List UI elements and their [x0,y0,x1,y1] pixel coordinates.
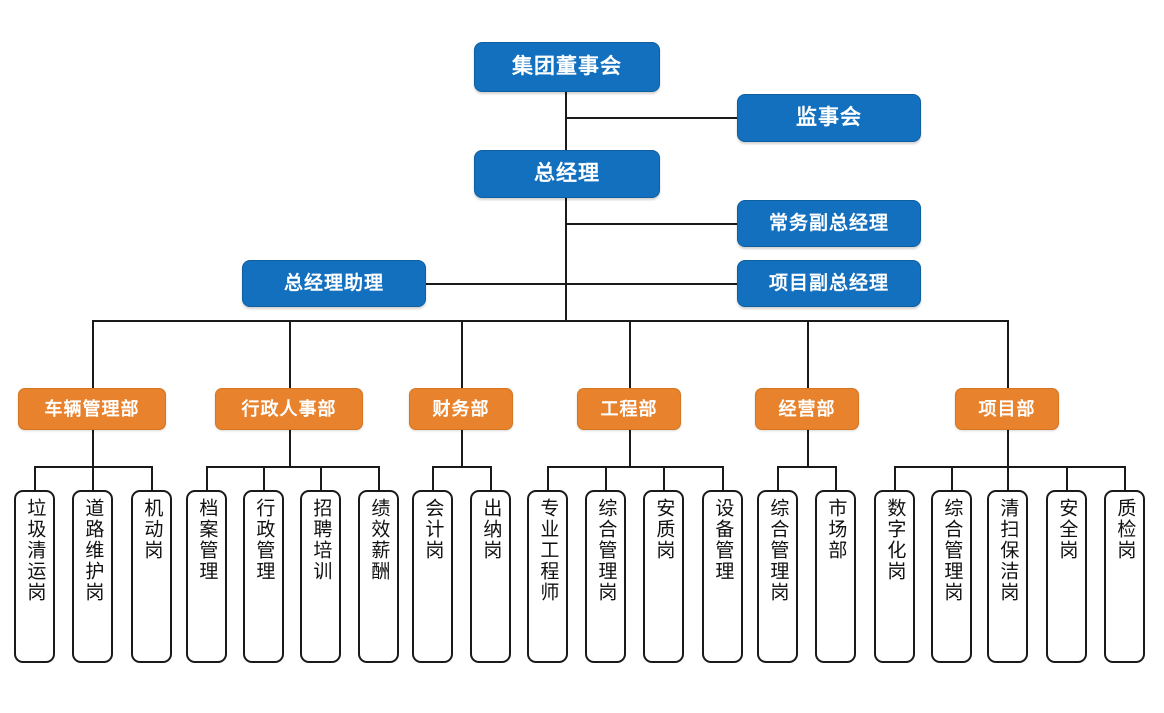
drop-to-leaf-16 [951,466,953,490]
dept-node-engineering[interactable]: 工程部 [577,388,681,430]
connector-board-to-gm [565,92,567,152]
drop-to-leaf-0 [34,466,36,490]
node-general-manager[interactable]: 总经理 [474,150,660,198]
drop-to-leaf-6 [378,466,380,490]
position-node[interactable]: 机动岗 [131,490,172,663]
position-node[interactable]: 综合管理岗 [931,490,972,663]
sub-bus-dept-1 [206,466,378,468]
position-node[interactable]: 行政管理 [243,490,284,663]
stem-dept-0 [92,430,94,466]
position-node[interactable]: 档案管理 [186,490,227,663]
drop-to-leaf-8 [490,466,492,490]
drop-to-leaf-7 [432,466,434,490]
drop-to-leaf-13 [777,466,779,490]
drop-to-dept-3 [629,320,631,388]
position-node[interactable]: 清扫保洁岗 [987,490,1028,663]
drop-to-leaf-12 [722,466,724,490]
position-node[interactable]: 道路维护岗 [72,490,113,663]
drop-to-leaf-4 [263,466,265,490]
drop-to-dept-0 [92,320,94,388]
drop-to-leaf-14 [835,466,837,490]
position-node[interactable]: 综合管理岗 [757,490,798,663]
stem-dept-1 [289,430,291,466]
stem-dept-2 [461,430,463,466]
department-bus [92,320,1008,323]
drop-to-leaf-11 [663,466,665,490]
drop-to-dept-2 [461,320,463,388]
position-node[interactable]: 绩效薪酬 [358,490,399,663]
position-node[interactable]: 招聘培训 [300,490,341,663]
sub-bus-dept-5 [894,466,1124,468]
drop-to-leaf-9 [547,466,549,490]
dept-node-operations[interactable]: 经营部 [755,388,859,430]
position-node[interactable]: 安全岗 [1046,490,1087,663]
position-node[interactable]: 质检岗 [1104,490,1145,663]
node-executive-deputy-gm[interactable]: 常务副总经理 [737,200,921,247]
drop-to-dept-1 [289,320,291,388]
node-group-board[interactable]: 集团董事会 [474,42,660,92]
position-node[interactable]: 综合管理岗 [585,490,626,663]
drop-to-dept-4 [807,320,809,388]
dept-node-vehicle-management[interactable]: 车辆管理部 [18,388,166,430]
sub-bus-dept-4 [777,466,835,468]
drop-to-leaf-18 [1066,466,1068,490]
drop-to-leaf-3 [206,466,208,490]
connector-to-exec-deputy-gm [565,223,738,225]
drop-to-dept-5 [1007,320,1009,388]
stem-dept-3 [629,430,631,466]
sub-bus-dept-3 [547,466,722,468]
position-node[interactable]: 出纳岗 [470,490,511,663]
connector-to-supervisory-board [565,117,738,119]
connector-to-gm-assistant [425,283,566,285]
dept-node-admin-hr[interactable]: 行政人事部 [215,388,363,430]
drop-to-leaf-19 [1124,466,1126,490]
node-gm-assistant[interactable]: 总经理助理 [242,260,426,307]
drop-to-leaf-1 [92,466,94,490]
position-node[interactable]: 设备管理 [702,490,743,663]
drop-to-leaf-17 [1007,466,1009,490]
connector-gm-trunk [565,197,567,321]
drop-to-leaf-15 [894,466,896,490]
dept-node-project[interactable]: 项目部 [955,388,1059,430]
position-node[interactable]: 专业工程师 [527,490,568,663]
drop-to-leaf-2 [151,466,153,490]
stem-dept-4 [807,430,809,466]
node-project-deputy-gm[interactable]: 项目副总经理 [737,260,921,307]
drop-to-leaf-10 [605,466,607,490]
sub-bus-dept-2 [432,466,490,468]
dept-node-finance[interactable]: 财务部 [409,388,513,430]
position-node[interactable]: 会计岗 [412,490,453,663]
position-node[interactable]: 数字化岗 [874,490,915,663]
position-node[interactable]: 垃圾清运岗 [14,490,55,663]
position-node[interactable]: 市场部 [815,490,856,663]
stem-dept-5 [1007,430,1009,466]
node-supervisory-board[interactable]: 监事会 [737,94,921,142]
connector-to-project-deputy-gm [565,283,738,285]
position-node[interactable]: 安质岗 [643,490,684,663]
drop-to-leaf-5 [320,466,322,490]
